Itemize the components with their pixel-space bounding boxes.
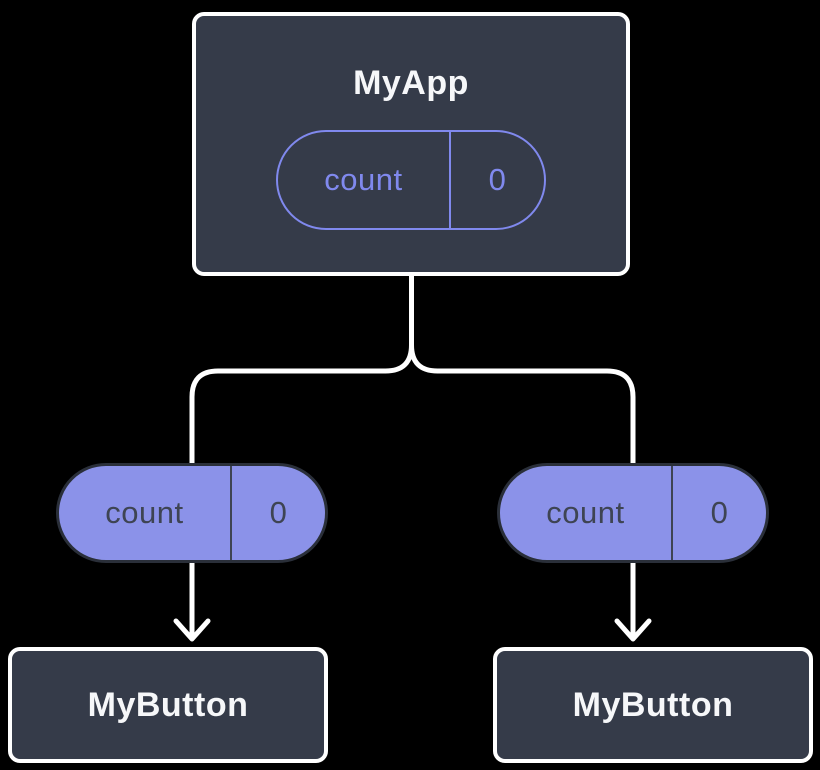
arrowhead-right-icon (614, 618, 652, 642)
prop-name-cell: count (59, 466, 232, 560)
node-myapp: MyApp count 0 (192, 12, 630, 276)
state-pill-myapp: count 0 (276, 130, 546, 230)
node-mybutton-left: MyButton (8, 647, 328, 763)
connector-left-branch (189, 271, 414, 637)
node-title: MyButton (572, 686, 734, 724)
prop-pill-left: count 0 (56, 463, 328, 563)
node-title: MyApp (353, 64, 469, 102)
prop-value-cell: 0 (710, 495, 729, 530)
node-title: MyButton (87, 686, 249, 724)
connector-right-branch (409, 271, 636, 637)
prop-value-cell: 0 (269, 495, 288, 530)
node-mybutton-right: MyButton (493, 647, 813, 763)
prop-pill-right: count 0 (497, 463, 769, 563)
state-name-cell: count (278, 132, 451, 228)
prop-name-cell: count (500, 466, 673, 560)
arrowhead-left-icon (173, 618, 211, 642)
state-value-cell: 0 (488, 162, 507, 197)
